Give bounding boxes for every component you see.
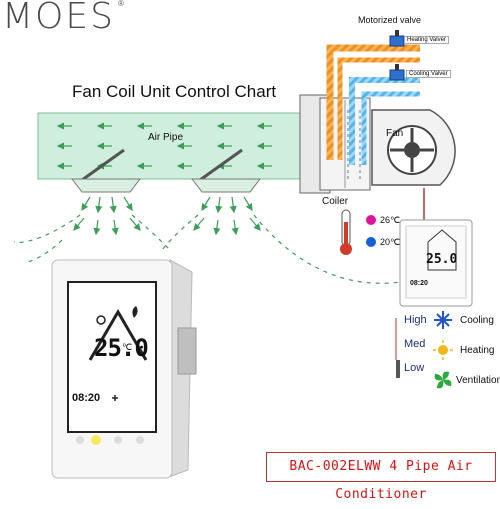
thermostat-back-plate [177, 327, 197, 375]
fan-icon [434, 371, 452, 389]
fan-label: Fan [386, 128, 404, 139]
speed-med-label: Med [404, 338, 426, 350]
hot-pipe-return [337, 57, 420, 160]
fan-speed-icon [96, 315, 106, 325]
speed-high-label: High [404, 314, 427, 326]
temp-cold-label: 20℃ [380, 237, 401, 247]
touch-buttons [76, 435, 144, 445]
sun-icon [433, 340, 453, 360]
mode-heating-label: Heating [460, 345, 495, 356]
registered-mark: ® [118, 0, 124, 8]
cooling-valve-label: Cooling Valver [406, 70, 451, 78]
small-thermostat-time: 08:20 [410, 280, 428, 287]
brand-logo: MOES [2, 0, 115, 37]
house-icon [88, 309, 148, 361]
air-duct [37, 112, 301, 180]
mode-cooling-label: Cooling [460, 315, 494, 326]
flame-icon [132, 306, 138, 318]
coiler-label: Coiler [322, 196, 349, 207]
temp-hot-label: 26℃ [380, 215, 401, 225]
cold-dot-icon [366, 237, 376, 247]
room-air-circulation [13, 214, 401, 284]
cold-pipe-return [361, 91, 420, 165]
thermostat-time: 08:20 [72, 392, 101, 404]
snowflake-small-icon [112, 395, 118, 401]
motorized-valve-label: Motorized valve [358, 15, 422, 25]
damper-right [199, 148, 243, 182]
heating-valve-icon [389, 30, 405, 47]
thermostat-temperature: 25.0 [94, 334, 149, 362]
model-label: BAC-002ELWW 4 Pipe Air Conditioner [266, 452, 496, 502]
heating-valve-label: Heating Valver [404, 36, 449, 44]
diffuser-right [190, 178, 262, 193]
small-thermostat-temperature: 25.0 [426, 252, 458, 267]
cooling-valve-icon [389, 64, 405, 81]
hot-dot-icon [366, 215, 376, 225]
thermostat-unit: ℃ [122, 342, 133, 352]
mode-ventilation-label: Ventilation [456, 375, 500, 386]
snowflake-icon [434, 311, 452, 329]
damper-left [81, 148, 125, 182]
thermometer-icon [340, 209, 352, 255]
speed-low-label: Low [404, 362, 425, 374]
speed-bar [396, 360, 400, 378]
diffuser-air-arrows [73, 196, 261, 236]
hot-pipe-supply [326, 44, 420, 160]
air-pipe-label: Air Pipe [148, 132, 184, 143]
diagram-title: Fan Coil Unit Control Chart [72, 82, 277, 101]
diffuser-left [70, 178, 142, 193]
duct-airflow-arrows [56, 122, 272, 170]
thermostat-screen [67, 281, 157, 433]
